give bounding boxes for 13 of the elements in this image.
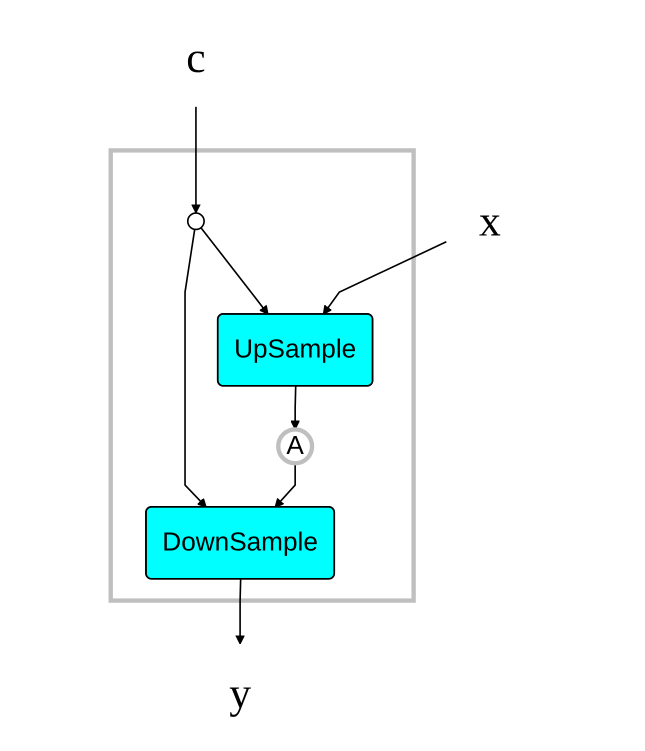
node-circle [187, 212, 206, 230]
arrow [192, 106, 202, 214]
node-text: c [186, 32, 206, 82]
node-text: x [479, 196, 502, 246]
arrow [290, 386, 300, 430]
arrow [274, 463, 296, 508]
arrow [200, 227, 270, 315]
arrow [184, 229, 208, 508]
arrow [236, 579, 246, 645]
cluster [108, 148, 416, 603]
node-circle: A [276, 427, 315, 466]
arrow [323, 241, 448, 315]
node-text: y [230, 668, 252, 718]
